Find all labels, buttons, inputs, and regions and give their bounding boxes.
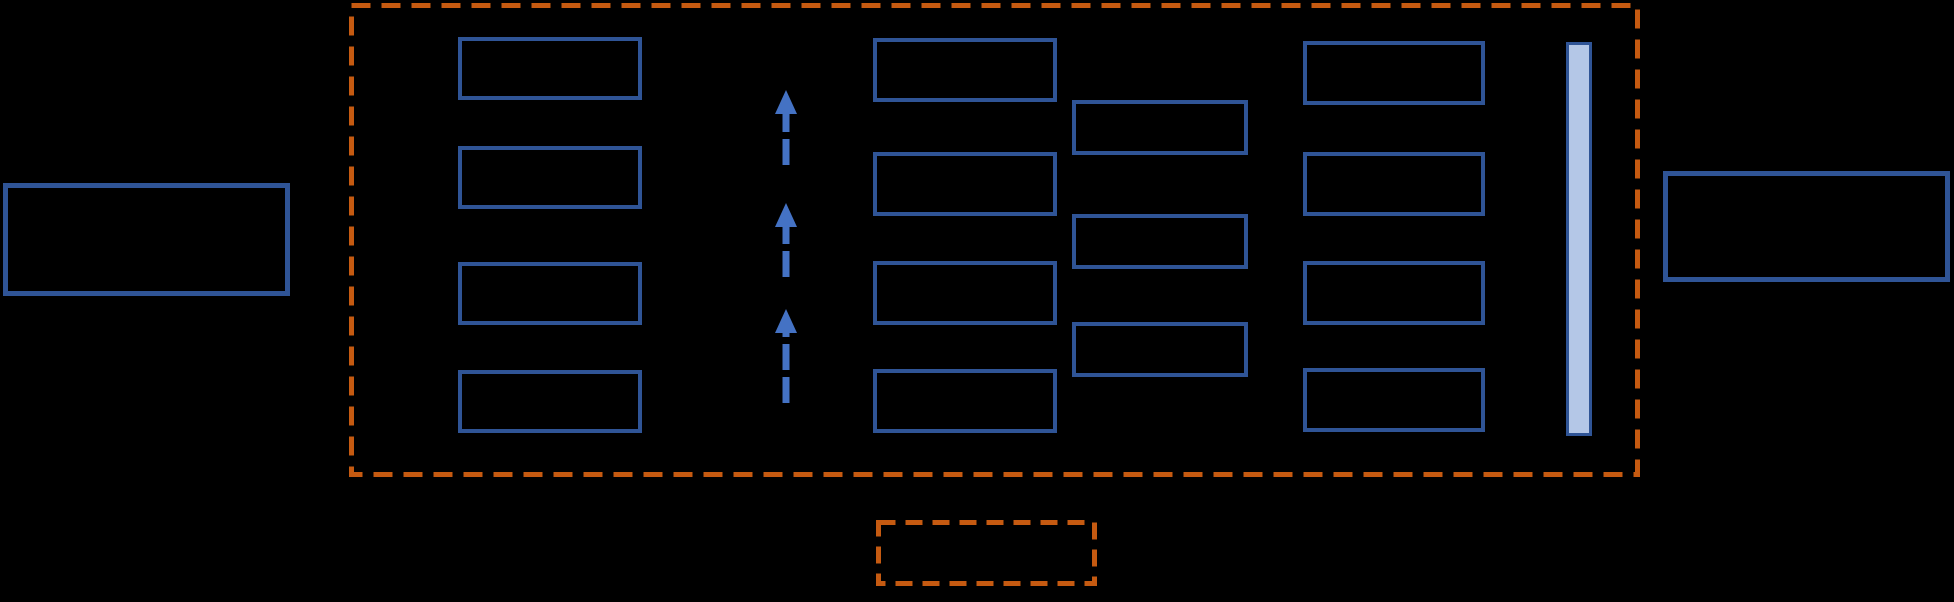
column-2-box-3 (873, 261, 1057, 325)
column-4-box-3 (1303, 261, 1485, 325)
column-3-box-3 (1072, 322, 1248, 377)
column-2-box-2 (873, 152, 1057, 216)
column-1-box-2 (458, 146, 642, 209)
column-4-box-4 (1303, 368, 1485, 432)
column-2-box-4 (873, 369, 1057, 433)
column-1-box-4 (458, 370, 642, 433)
projection-bar (1566, 42, 1592, 436)
column-1-box-1 (458, 37, 642, 100)
up-arrow-2-icon (775, 203, 797, 277)
column-4-box-1 (1303, 41, 1485, 105)
right-outer-box (1663, 171, 1950, 282)
column-2-box-1 (873, 38, 1057, 102)
left-outer-box (3, 183, 290, 296)
column-3-box-2 (1072, 214, 1248, 269)
column-4-box-2 (1303, 152, 1485, 216)
up-arrow-3-icon (775, 309, 797, 403)
bottom-dashed-box-border (876, 520, 1097, 586)
column-1-box-3 (458, 262, 642, 325)
up-arrow-1-icon (775, 90, 797, 165)
column-3-box-1 (1072, 100, 1248, 155)
